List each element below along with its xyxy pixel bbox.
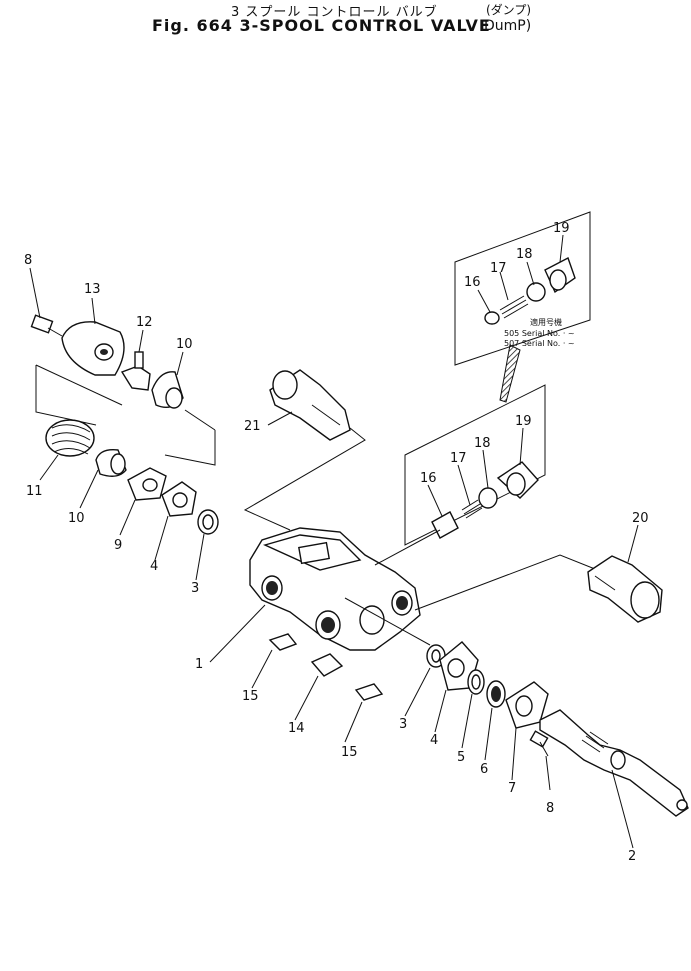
label-18-upper: 18: [516, 247, 533, 262]
title-japanese-variant: (ダンプ): [486, 3, 532, 17]
title-japanese: 3 スプール コントロール バルブ: [231, 5, 438, 20]
label-18-lower: 18: [474, 436, 491, 451]
label-3-top: 3: [191, 581, 199, 596]
serial-line-1: 505 Serial No. · ~: [504, 329, 575, 338]
label-10-top: 10: [176, 337, 193, 352]
bolt-8-top: [30, 314, 63, 337]
label-20: 20: [632, 511, 649, 526]
spring-11: [45, 419, 95, 457]
serial-header: 適用号機: [530, 317, 562, 327]
label-4-bottom: 4: [430, 733, 438, 748]
label-4-top: 4: [150, 559, 158, 574]
bracket-right: [164, 430, 216, 466]
title-english-variant: DumP): [484, 18, 532, 34]
leader-9: [119, 499, 136, 536]
part-10-lower: [95, 449, 127, 477]
label-11: 11: [26, 484, 43, 499]
leader-3-top: [195, 533, 205, 581]
relief-valve-21: [269, 369, 351, 441]
part-12: [120, 351, 151, 391]
label-3-bottom: 3: [399, 717, 407, 732]
label-15-right: 15: [341, 745, 358, 760]
leader-1: [209, 604, 266, 663]
plate-7: [505, 681, 549, 729]
bracket-left: [35, 365, 97, 426]
ring-3-top: [197, 509, 219, 535]
o-ring-14: [310, 653, 344, 677]
gasket-9: [127, 467, 167, 501]
label-5: 5: [457, 750, 465, 765]
label-1: 1: [195, 657, 203, 672]
o-ring-15-right: [354, 683, 384, 701]
plate-4-top: [161, 481, 197, 517]
leader-11: [39, 454, 59, 481]
label-14: 14: [288, 721, 305, 736]
label-12: 12: [136, 315, 153, 330]
label-9: 9: [114, 538, 122, 553]
label-2: 2: [628, 849, 636, 864]
label-16-lower: 16: [420, 471, 437, 486]
label-10-lower: 10: [68, 511, 85, 526]
cover-13: [61, 321, 125, 376]
part-10-top: [151, 371, 184, 409]
label-7: 7: [508, 781, 516, 796]
title-english: Fig. 664 3-SPOOL CONTROL VALVE: [152, 16, 491, 35]
leader-10-top: [176, 351, 184, 376]
leader-4-top: [154, 515, 169, 561]
leader-10-lower: [79, 469, 99, 509]
leader-8-top: [29, 267, 41, 319]
bolt-8-bottom: [529, 730, 549, 757]
label-8-top: 8: [24, 253, 32, 268]
valve-body-1: [249, 527, 421, 651]
inset-lower: [404, 384, 546, 546]
label-15-left: 15: [242, 689, 259, 704]
label-6: 6: [480, 762, 488, 777]
arrow-indicator: [499, 344, 521, 403]
label-8-bottom: 8: [546, 801, 554, 816]
relief-valve-20: [587, 555, 663, 623]
serial-line-2: 507 Serial No. · ~: [504, 339, 575, 348]
label-19-lower: 19: [515, 414, 532, 429]
label-21: 21: [244, 419, 261, 434]
o-ring-15-left: [268, 633, 298, 651]
label-17-lower: 17: [450, 451, 467, 466]
label-16-upper: 16: [464, 275, 481, 290]
inset-upper: [454, 211, 591, 366]
ring-6: [486, 680, 506, 708]
leader-12: [138, 329, 144, 353]
leader-13: [91, 297, 96, 325]
spool-2: [539, 709, 689, 817]
label-17-upper: 17: [490, 261, 507, 276]
ring-5: [467, 669, 485, 695]
label-19-upper: 19: [553, 221, 570, 236]
label-13: 13: [84, 282, 101, 297]
